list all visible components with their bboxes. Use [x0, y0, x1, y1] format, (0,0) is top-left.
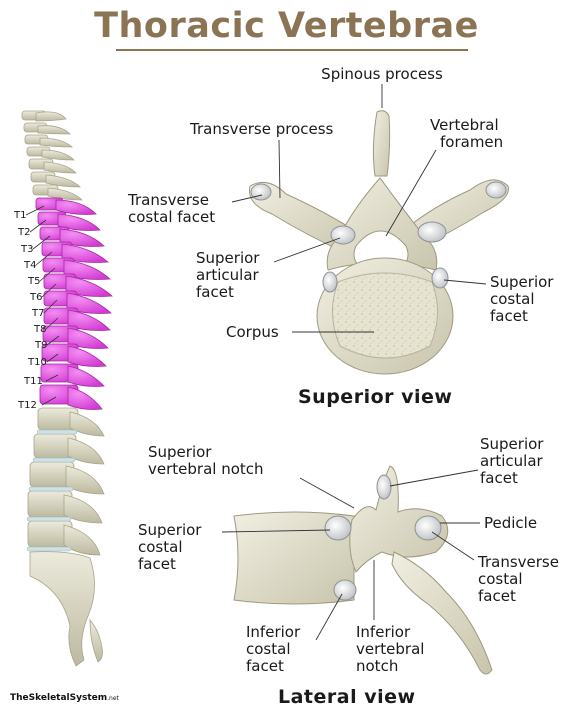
thoracic-vertebrae: [36, 198, 112, 410]
brand-logo: TheSkeletalSystem.net: [10, 693, 119, 703]
label-spinous-process: Spinous process: [316, 66, 448, 83]
label-pedicle: Pedicle: [484, 515, 537, 532]
label-transverse-costal-facet-lateral: Transverse costal facet: [478, 554, 559, 605]
label-transverse-costal-facet-superior: Transverse costal facet: [128, 192, 215, 226]
label-t6: T6: [30, 292, 42, 303]
label-vertebral-foramen: Vertebral foramen: [430, 117, 540, 151]
label-t3: T3: [21, 244, 33, 255]
label-corpus: Corpus: [226, 324, 279, 341]
label-t4: T4: [24, 260, 36, 271]
superior-view-caption: Superior view: [298, 386, 452, 408]
label-transverse-process: Transverse process: [190, 121, 333, 138]
label-t1: T1: [14, 210, 26, 221]
label-t11: T11: [24, 376, 43, 387]
label-t2: T2: [18, 227, 30, 238]
label-t8: T8: [34, 324, 46, 335]
label-t10: T10: [28, 357, 47, 368]
label-superior-costal-facet-superior: Superior costal facet: [490, 274, 553, 325]
label-superior-articular-facet-superior: Superior articular facet: [196, 250, 259, 301]
label-superior-vertebral-notch: Superior vertebral notch: [148, 444, 264, 478]
label-t9: T9: [35, 340, 47, 351]
lateral-view-caption: Lateral view: [278, 686, 416, 708]
label-inferior-costal-facet: Inferior costal facet: [246, 624, 300, 675]
label-t5: T5: [28, 276, 40, 287]
sacrum: [30, 552, 103, 666]
spine-illustration: [22, 111, 112, 666]
label-superior-articular-facet-lateral: Superior articular facet: [480, 436, 543, 487]
label-inferior-vertebral-notch: Inferior vertebral notch: [356, 624, 424, 675]
cervical-vertebrae: [22, 111, 82, 200]
label-t12: T12: [18, 400, 37, 411]
label-t7: T7: [32, 308, 44, 319]
label-superior-costal-facet-lateral: Superior costal facet: [138, 522, 201, 573]
